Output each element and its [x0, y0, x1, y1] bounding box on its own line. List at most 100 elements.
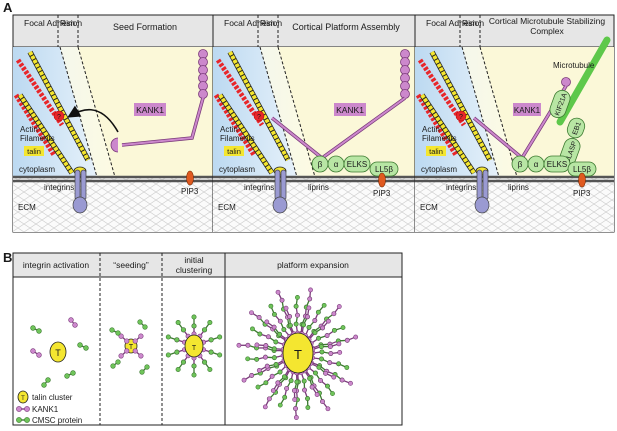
header-focal-label: Focal Adhesion [426, 18, 484, 28]
kank1-protein [118, 348, 130, 359]
cmsc-protein [208, 349, 223, 358]
stage-header-integrin-activation: integrin activation [23, 260, 89, 270]
cmsc-protein [191, 363, 197, 378]
cmsc-protein [250, 326, 263, 337]
actin-filament-lower [213, 93, 257, 157]
talin-rod-upper [227, 50, 291, 162]
kank1-protein [241, 373, 255, 383]
cmsc-proteins [549, 89, 586, 167]
header-focal-label: Focal Adhesion [224, 18, 282, 28]
cmsc-protein [175, 359, 186, 372]
cortical-microtubule-stabilizing-complex-panel: Focal Adhesion Rim Cortical Microtubule … [414, 14, 615, 233]
kank1-protein [339, 377, 353, 386]
header-rim-label: Rim [462, 18, 477, 28]
talin-cluster-symbol: T [294, 347, 302, 362]
talin-cluster [49, 341, 67, 363]
talin-rod-lower [217, 93, 275, 175]
cmsc-protein [191, 314, 197, 329]
stage-header-seeding: “seeding” [113, 260, 149, 270]
kank1-protein [292, 388, 298, 402]
cmsc-protein [175, 320, 186, 333]
liprin-alpha-label: α [334, 160, 339, 169]
cmsc-protein [137, 319, 148, 330]
talin-rod-upper [27, 50, 91, 162]
panel-a-letter: A [3, 0, 13, 15]
panel-title: Seed Formation [113, 22, 177, 32]
liprins-label: liprins [308, 183, 329, 192]
header-rim-label: Rim [60, 18, 75, 28]
kank1-label: KANK1 [136, 105, 164, 115]
cmsc-protein [245, 356, 260, 362]
legend-kank1-label: KANK1 [32, 405, 59, 414]
integrins-label: integrins [446, 183, 476, 192]
talin-cluster [282, 332, 314, 374]
ecm-label: ECM [218, 203, 236, 212]
cmsc-protein [332, 325, 346, 333]
kank1-protein [320, 399, 331, 412]
pip3-label: PIP3 [181, 187, 199, 196]
header-focal-label: Focal Adhesion [24, 18, 82, 28]
cmsc-protein [208, 334, 223, 343]
cmsc-protein [110, 359, 121, 369]
kank1-label: KANK1 [336, 105, 364, 115]
talin-label: talin [429, 147, 443, 156]
cytoplasm-label: cytoplasm [219, 165, 255, 174]
pip3-marker [186, 170, 194, 186]
liprin-alpha-label: α [534, 160, 539, 169]
cmsc-protein [64, 370, 76, 379]
talin-question-mark: ? [257, 114, 261, 121]
kank1-protein [309, 384, 320, 397]
ecm-label: ECM [420, 203, 438, 212]
pip3-label: PIP3 [573, 189, 591, 198]
panel-b-letter: B [3, 250, 12, 265]
cmsc-protein [293, 295, 300, 309]
cmsc-protein [315, 302, 327, 315]
integrin-dimer [72, 169, 88, 214]
liprin-beta-label: β [518, 160, 523, 169]
legend-cmsc-swatch [16, 417, 30, 423]
talin-cluster-symbol: T [192, 345, 197, 352]
talin-rod-upper [429, 50, 493, 162]
kank1-protein [132, 348, 144, 359]
microtubule [556, 36, 611, 126]
cmsc-protein [165, 334, 180, 343]
cmsc-protein [277, 394, 288, 408]
cmsc-protein [165, 349, 180, 358]
talin-rod-lower [17, 93, 75, 175]
cmsc-protein [305, 396, 311, 410]
liprin-elks-ll5b-complex [311, 155, 399, 177]
initial-cluster-spokes [165, 314, 223, 378]
microtubule-label: Microtubule [553, 61, 595, 70]
kank1-protein [118, 333, 130, 344]
kank1-protein [293, 406, 299, 420]
header-rim-label: Rim [260, 18, 275, 28]
cortical-platform-assembly-panel: Focal Adhesion Rim Cortical Platform Ass… [212, 14, 416, 233]
talin-label: talin [27, 147, 41, 156]
kank1-protein [256, 363, 270, 373]
stage-header-platform-expansion: platform expansion [277, 260, 349, 270]
pip3-marker [378, 172, 386, 188]
seed-formation-panel: Focal Adhesion Rim Seed Formation ? [12, 14, 214, 233]
elks-label: ELKS [347, 160, 367, 169]
cmsc-protein [325, 383, 335, 396]
actin-filament-lower [415, 93, 459, 157]
kank1-protein [30, 348, 42, 358]
kank1-label: KANK1 [514, 106, 541, 115]
integrins-label: integrins [244, 183, 274, 192]
eb1-label: EB1 [572, 121, 583, 136]
kank1-protein [323, 370, 337, 380]
kank1-protein [328, 350, 343, 356]
actin-filament-lower [13, 93, 57, 157]
ll5b-label: LL5β [573, 165, 591, 174]
cmsc-protein [109, 327, 121, 336]
kank1-protein [132, 333, 144, 344]
integrin-dimer [474, 169, 490, 214]
kank1-protein [331, 304, 342, 317]
free-proteins [30, 317, 89, 388]
legend: T talin cluster KANK1 CMSC protein [16, 390, 82, 425]
kank1-protein [344, 334, 359, 343]
cmsc-protein [30, 325, 42, 334]
